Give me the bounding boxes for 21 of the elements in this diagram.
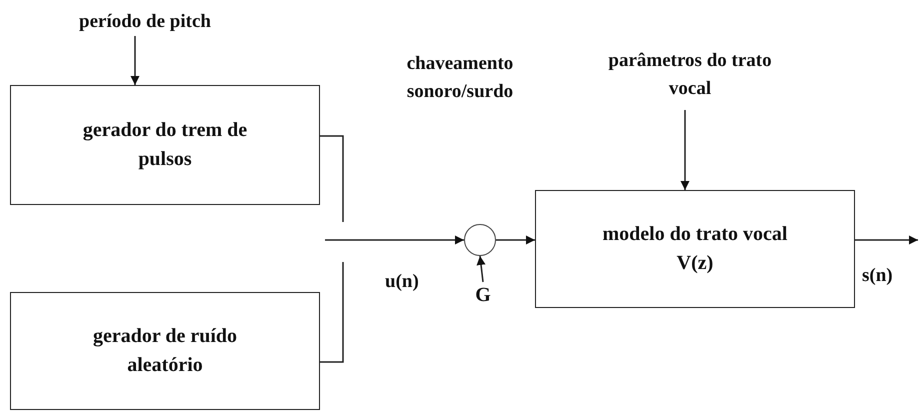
input-label: G xyxy=(470,282,496,308)
process-box xyxy=(10,292,320,410)
process-box xyxy=(535,190,855,308)
arrow xyxy=(476,256,486,282)
box-label: gerador do trem de pulsos xyxy=(82,118,248,172)
switch-label: chaveamento sonoro/surdo xyxy=(406,52,514,104)
signal-label: u(n) xyxy=(385,270,419,294)
signal-label: s(n) xyxy=(862,264,893,288)
arrow xyxy=(496,236,535,244)
connector-line xyxy=(320,262,344,363)
arrow xyxy=(130,36,140,85)
box-label: modelo do trato vocal V(z) xyxy=(602,222,788,276)
process-box xyxy=(10,85,320,205)
input-label: parâmetros do trato vocal xyxy=(605,40,775,110)
arrow xyxy=(325,236,464,244)
connector-line xyxy=(320,135,344,222)
input-label: período de pitch xyxy=(45,8,245,36)
multiplier-circle xyxy=(464,224,496,256)
arrow xyxy=(680,110,690,190)
box-label: gerador de ruído aleatório xyxy=(92,324,238,378)
arrow xyxy=(855,236,918,244)
